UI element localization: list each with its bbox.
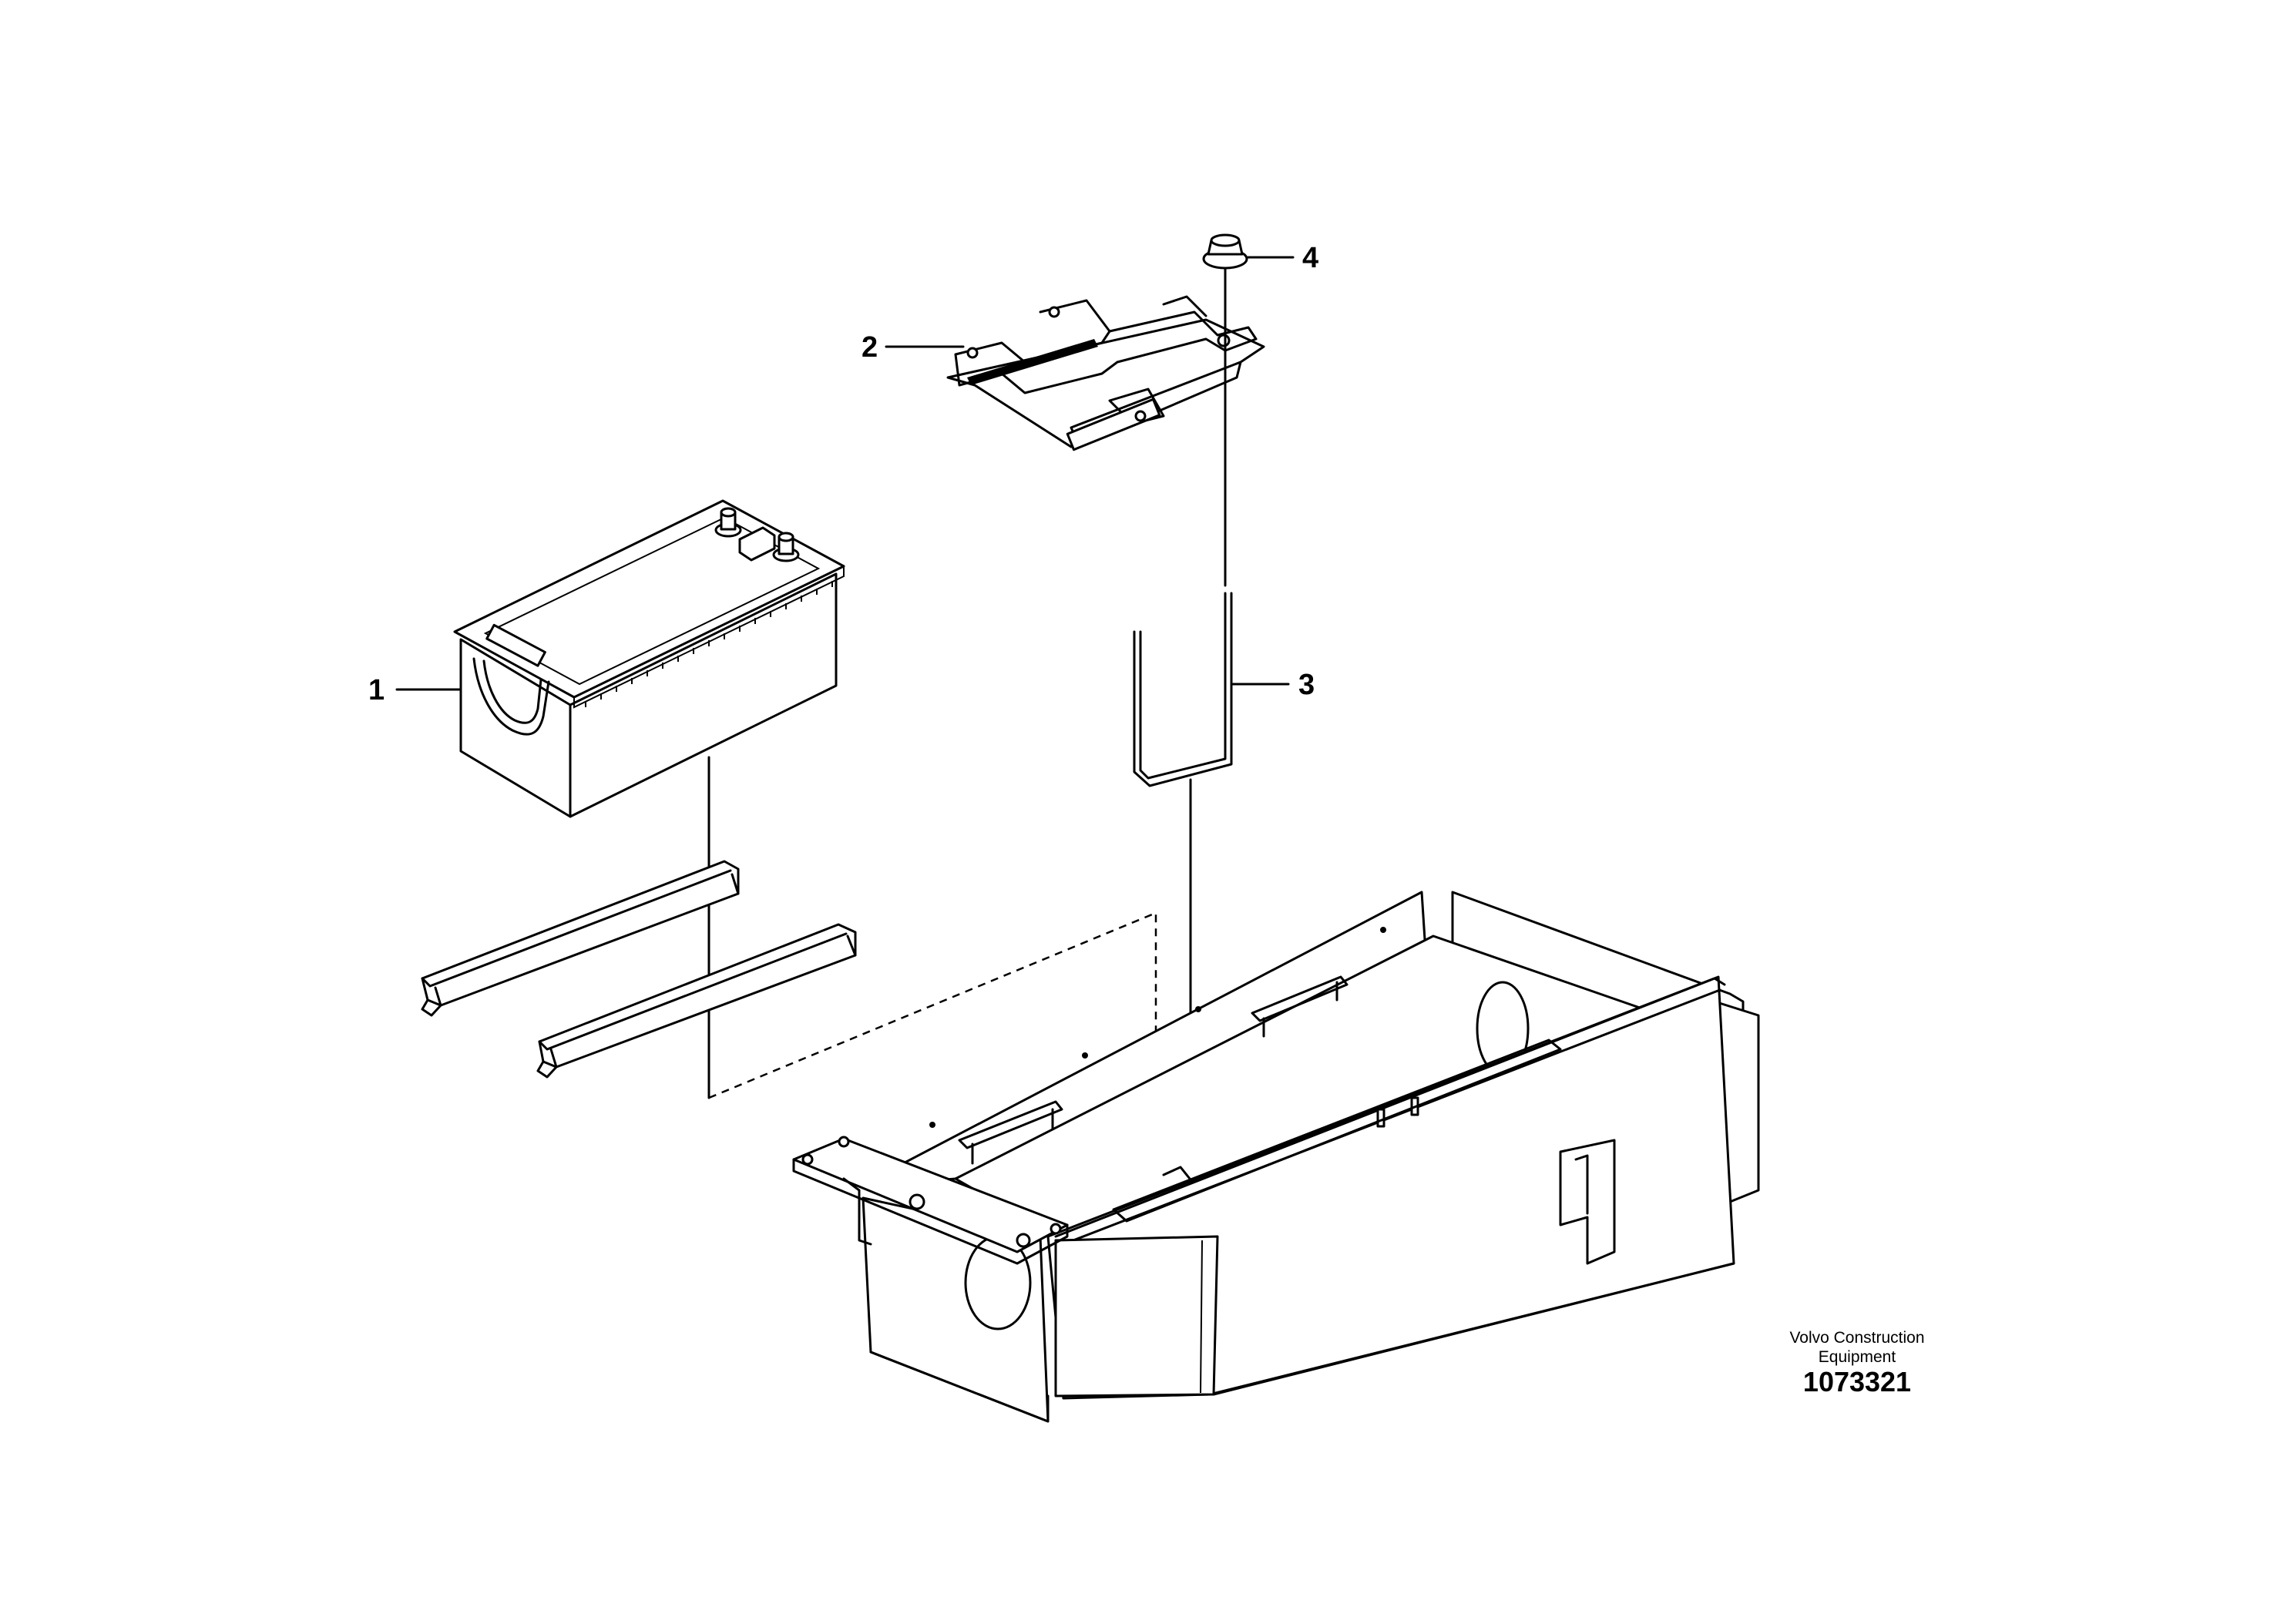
callout-1: 1	[368, 674, 385, 706]
credit-line-2: Equipment	[1818, 1348, 1896, 1366]
callout-3: 3	[1298, 669, 1315, 701]
hold-down-bracket	[946, 295, 1265, 451]
battery-box	[792, 891, 1760, 1423]
j-bolt	[1133, 592, 1233, 787]
battery	[453, 499, 845, 818]
battery-rail-right	[536, 923, 857, 1079]
drawing-number: 1073321	[1802, 1366, 1912, 1398]
callout-2: 2	[862, 331, 878, 364]
credit-line-1: Volvo Construction	[1789, 1329, 1925, 1347]
callout-4: 4	[1302, 242, 1319, 274]
battery-rail-left	[421, 860, 740, 1017]
flange-nut	[1202, 233, 1248, 270]
manufacturer-credit: Volvo Construction Equipment 1073321	[1757, 1328, 1957, 1398]
